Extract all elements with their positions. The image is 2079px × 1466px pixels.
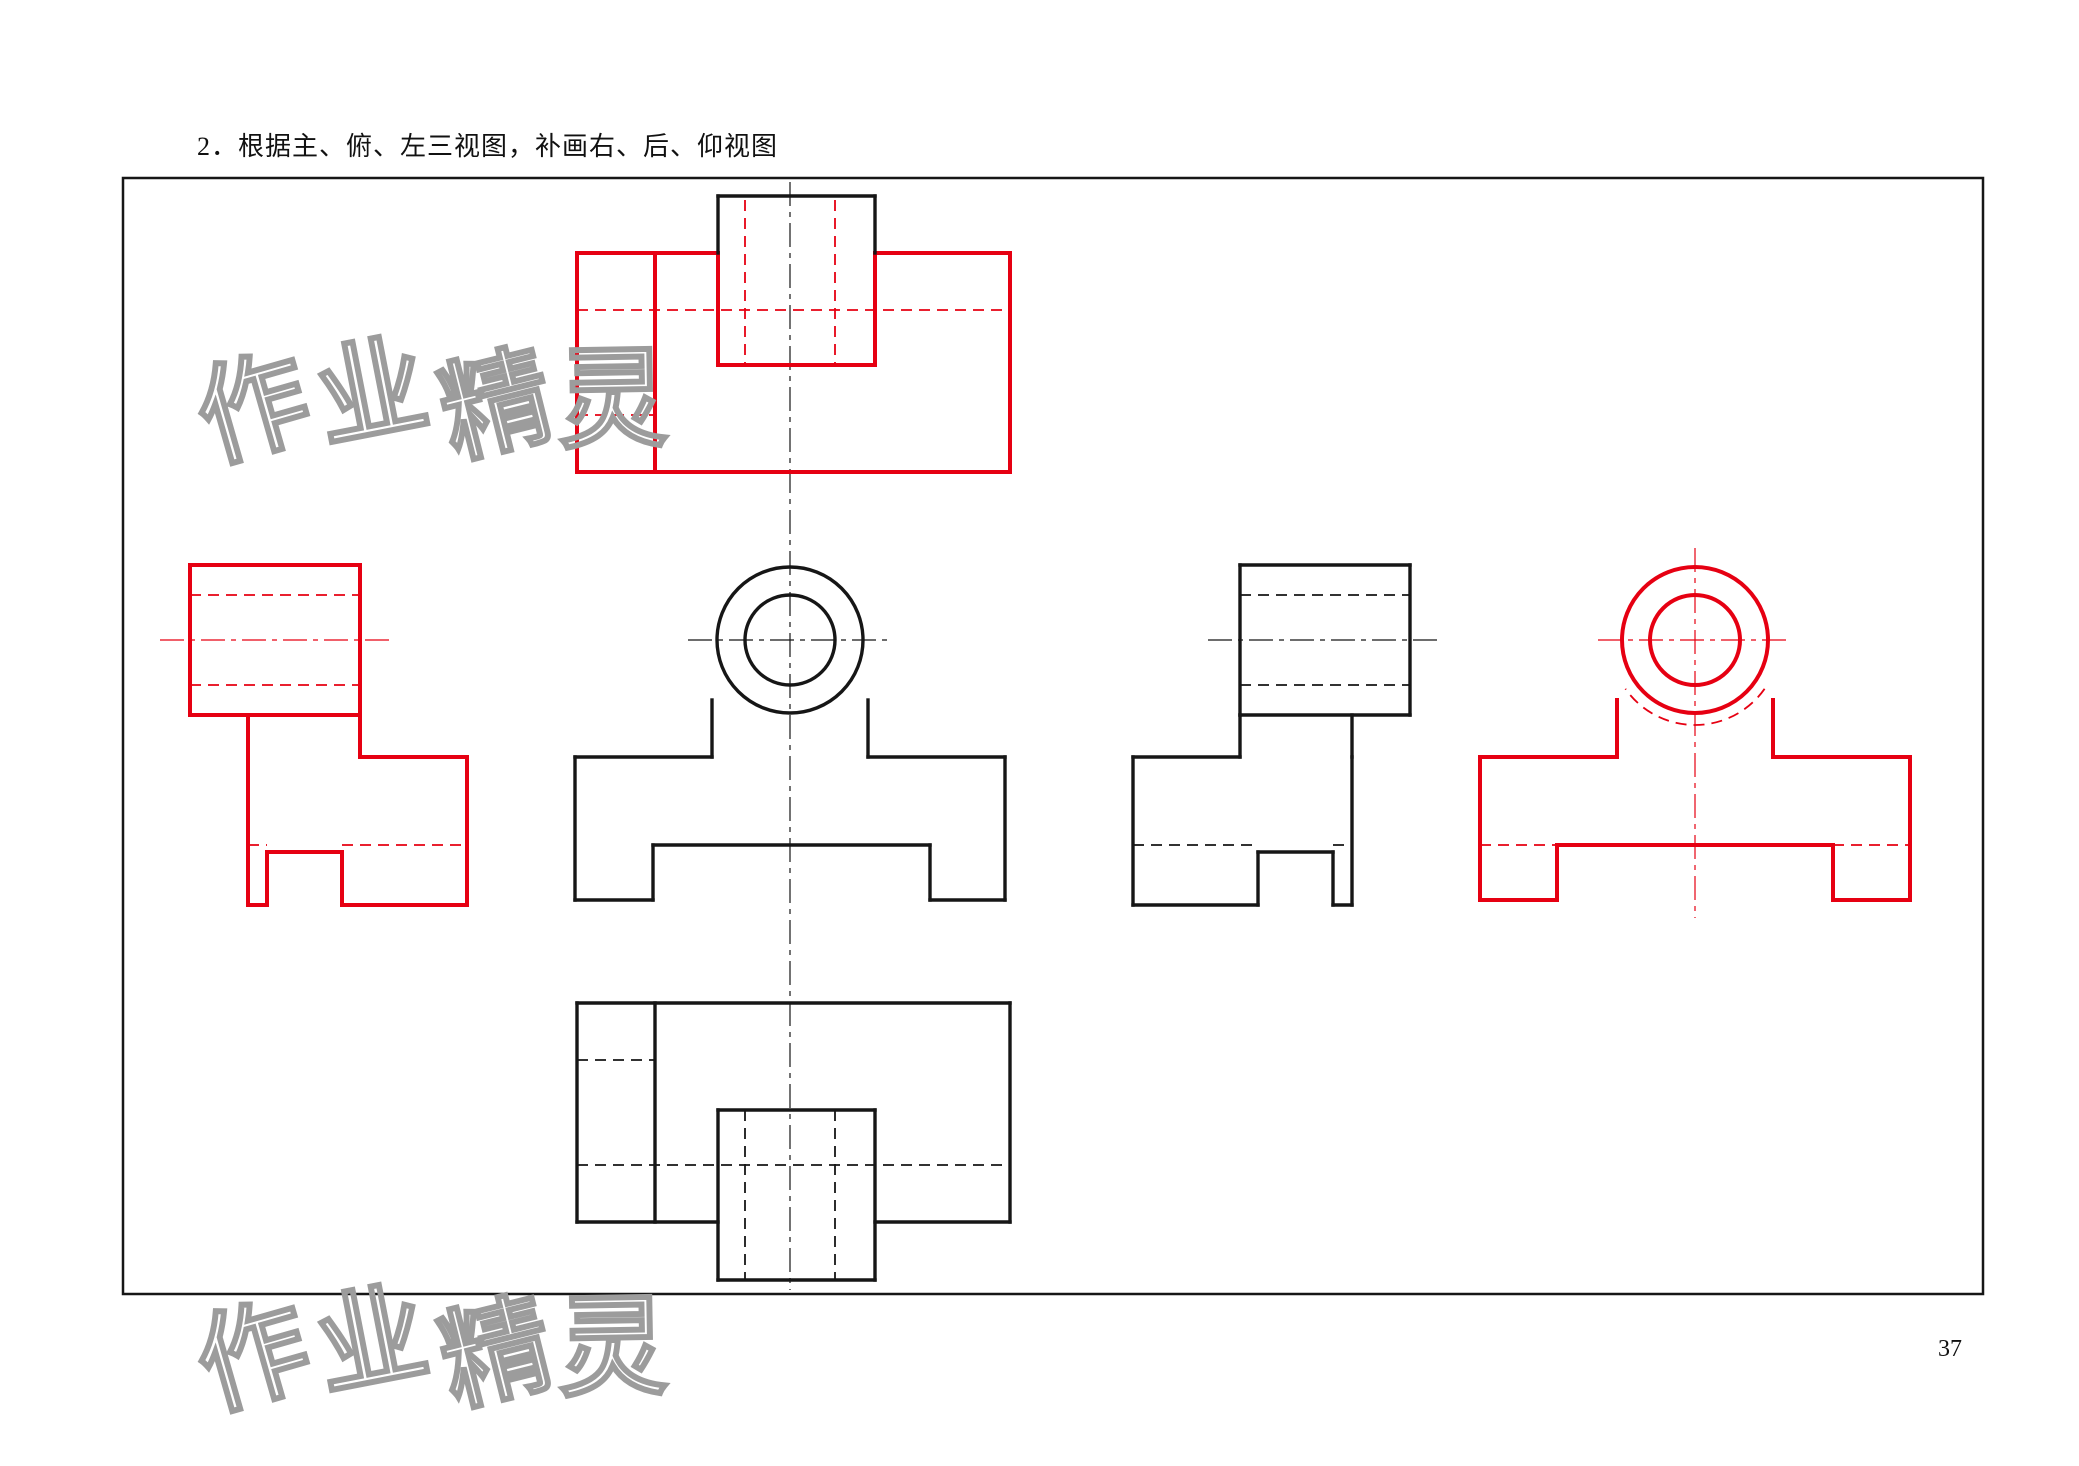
top-view — [575, 1001, 1012, 1282]
rear-view-answer — [1478, 548, 1912, 918]
left-view — [1131, 563, 1440, 907]
right-view-answer — [160, 563, 469, 907]
page-number: 37 — [1938, 1336, 1962, 1362]
drawing-frame — [121, 176, 1985, 1296]
front-view — [573, 565, 1007, 902]
exercise-title: 2．根据主、俯、左三视图，补画右、后、仰视图 — [197, 132, 779, 161]
bottom-view-answer — [575, 194, 1012, 474]
